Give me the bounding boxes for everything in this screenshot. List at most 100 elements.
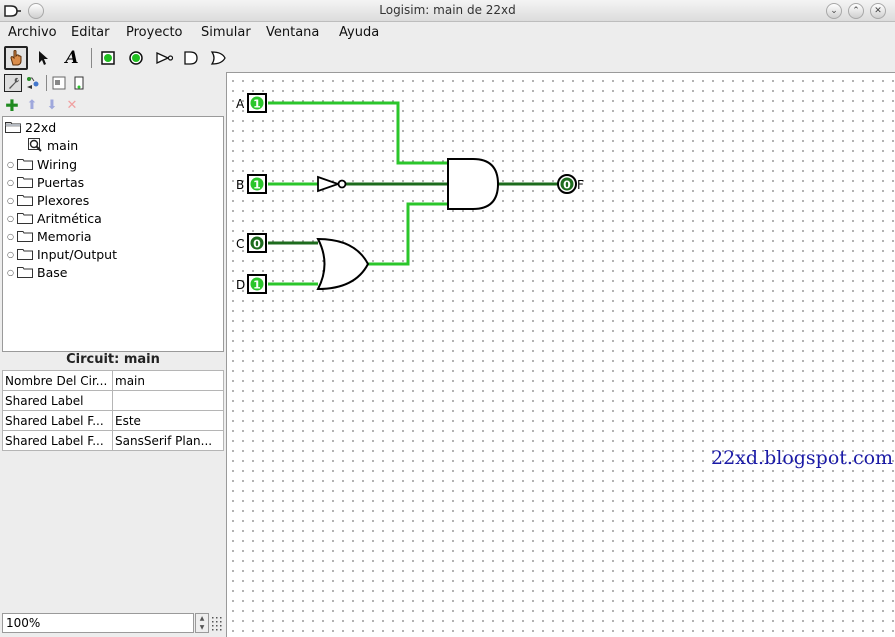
expand-arrow-icon[interactable]: ○ <box>7 195 14 205</box>
expand-arrow-icon[interactable]: ○ <box>7 231 14 241</box>
main-toolbar: A <box>0 44 895 72</box>
pin-label: C <box>236 237 244 251</box>
input-pin-d[interactable]: 1 D <box>236 274 267 294</box>
tree-folder-label: Wiring <box>37 156 78 172</box>
attribute-key: Shared Label F... <box>2 430 113 451</box>
edit-appearance-icon[interactable] <box>70 74 88 92</box>
tree-folder-base[interactable]: ○ Base <box>7 263 67 281</box>
folder-icon <box>17 231 33 242</box>
simulation-tree-icon[interactable] <box>24 74 42 92</box>
delete-circuit-x-icon[interactable]: ✕ <box>66 97 78 113</box>
move-down-arrow-icon[interactable]: ⬇ <box>46 97 58 113</box>
not-gate[interactable] <box>317 175 347 193</box>
tree-folder-label: Input/Output <box>37 246 117 262</box>
tree-circuit-main[interactable]: main <box>27 136 78 154</box>
not-gate-tool-icon[interactable] <box>153 46 177 70</box>
attribute-value[interactable]: SansSerif Plan... <box>112 430 224 451</box>
minimize-button[interactable]: ⌄ <box>826 3 842 19</box>
attribute-table-title: Circuit: main <box>66 352 160 367</box>
input-pin-tool-icon[interactable] <box>96 46 120 70</box>
magnifier-circuit-icon <box>28 138 42 152</box>
tree-folder-label: Aritmética <box>37 210 102 226</box>
tree-project-node[interactable]: 22xd <box>5 118 56 136</box>
tree-folder-plexores[interactable]: ○ Plexores <box>7 191 89 209</box>
attribute-row[interactable]: Shared Label F... Este <box>2 410 224 431</box>
circuit-diagram[interactable]: 1 A 1 B 0 C 1 D <box>227 73 895 637</box>
attribute-value[interactable]: Este <box>112 410 224 431</box>
pin-value: 1 <box>253 98 261 111</box>
or-gate[interactable] <box>316 237 370 291</box>
pin-value: 0 <box>563 179 571 192</box>
or-gate-tool-icon[interactable] <box>206 46 230 70</box>
pin-value: 0 <box>253 238 261 251</box>
menu-simular[interactable]: Simular <box>201 25 251 40</box>
poke-tool-hand-icon[interactable] <box>4 46 28 70</box>
zoom-down-arrow-icon[interactable]: ▼ <box>199 624 205 631</box>
toolbar-separator <box>91 48 92 68</box>
tree-folder-puertas[interactable]: ○ Puertas <box>7 173 84 191</box>
menu-proyecto[interactable]: Proyecto <box>126 25 183 40</box>
tree-folder-input-output[interactable]: ○ Input/Output <box>7 245 117 263</box>
expand-arrow-icon[interactable]: ○ <box>7 159 14 169</box>
circuit-canvas[interactable]: 1 A 1 B 0 C 1 D <box>226 72 895 637</box>
wire-or-to-and[interactable] <box>368 202 448 266</box>
attribute-row[interactable]: Shared Label <box>2 390 224 411</box>
menu-editar[interactable]: Editar <box>71 25 110 40</box>
folder-icon <box>17 249 33 260</box>
explorer-separator <box>46 75 47 91</box>
zoom-up-arrow-icon[interactable]: ▲ <box>199 615 205 622</box>
text-tool-icon[interactable]: A <box>65 48 79 68</box>
watermark-text: 22xd.blogspot.com <box>711 447 894 469</box>
pin-label: F <box>577 178 584 192</box>
zoom-input[interactable]: 100% <box>2 613 194 633</box>
project-tree: 22xd main ○ Wiring ○ Puertas ○ Plexores … <box>2 116 224 352</box>
expand-arrow-icon[interactable]: ○ <box>7 213 14 223</box>
toolbox-view-wrench-icon[interactable] <box>4 74 22 92</box>
tree-folder-label: Base <box>37 264 68 280</box>
menu-archivo[interactable]: Archivo <box>8 25 57 40</box>
expand-arrow-icon[interactable]: ○ <box>7 249 14 259</box>
wire-a[interactable] <box>268 101 448 165</box>
tree-folder-label: Memoria <box>37 228 92 244</box>
attribute-key: Shared Label F... <box>2 410 113 431</box>
input-pin-a[interactable]: 1 A <box>236 93 267 113</box>
and-gate-tool-icon[interactable] <box>179 46 203 70</box>
title-bar[interactable]: Logisim: main de 22xd ⌄ ⌃ ✕ <box>0 0 895 22</box>
edit-layout-icon[interactable] <box>50 74 68 92</box>
output-pin-f[interactable]: 0 F <box>557 174 584 194</box>
attribute-value[interactable]: main <box>112 370 224 391</box>
tree-folder-memoria[interactable]: ○ Memoria <box>7 227 92 245</box>
expand-arrow-icon[interactable]: ○ <box>7 177 14 187</box>
menu-bar: Archivo Editar Proyecto Simular Ventana … <box>0 22 895 43</box>
close-button[interactable]: ✕ <box>870 3 886 19</box>
folder-icon <box>17 267 33 278</box>
tree-folder-label: Plexores <box>37 192 90 208</box>
zoom-stepper[interactable]: ▲ ▼ <box>195 613 209 633</box>
menu-ayuda[interactable]: Ayuda <box>339 25 380 40</box>
window-menu-button[interactable] <box>28 3 44 19</box>
attribute-row[interactable]: Shared Label F... SansSerif Plan... <box>2 430 224 451</box>
window-title: Logisim: main de 22xd <box>379 3 516 17</box>
maximize-button[interactable]: ⌃ <box>848 3 864 19</box>
attribute-value[interactable] <box>112 390 224 411</box>
add-circuit-plus-icon[interactable]: ✚ <box>5 95 19 115</box>
pin-label: D <box>236 278 245 292</box>
input-pin-b[interactable]: 1 B <box>236 174 267 194</box>
menu-ventana[interactable]: Ventana <box>266 25 320 40</box>
folder-icon <box>17 195 33 206</box>
tree-folder-aritmetica[interactable]: ○ Aritmética <box>7 209 102 227</box>
output-pin-tool-icon[interactable] <box>124 46 148 70</box>
attribute-table: Nombre Del Cir... main Shared Label Shar… <box>2 370 224 451</box>
input-pin-c[interactable]: 0 C <box>236 233 267 253</box>
tree-folder-wiring[interactable]: ○ Wiring <box>7 155 77 173</box>
and-gate[interactable] <box>447 158 500 210</box>
expand-arrow-icon[interactable]: ○ <box>7 267 14 277</box>
explorer-toolbar <box>2 73 224 95</box>
grid-toggle-icon[interactable] <box>210 614 224 632</box>
attribute-row[interactable]: Nombre Del Cir... main <box>2 370 224 391</box>
folder-open-icon <box>5 122 21 133</box>
folder-icon <box>17 159 33 170</box>
select-tool-arrow-icon[interactable] <box>32 46 56 70</box>
move-up-arrow-icon[interactable]: ⬆ <box>26 97 38 113</box>
pin-value: 1 <box>253 179 261 192</box>
